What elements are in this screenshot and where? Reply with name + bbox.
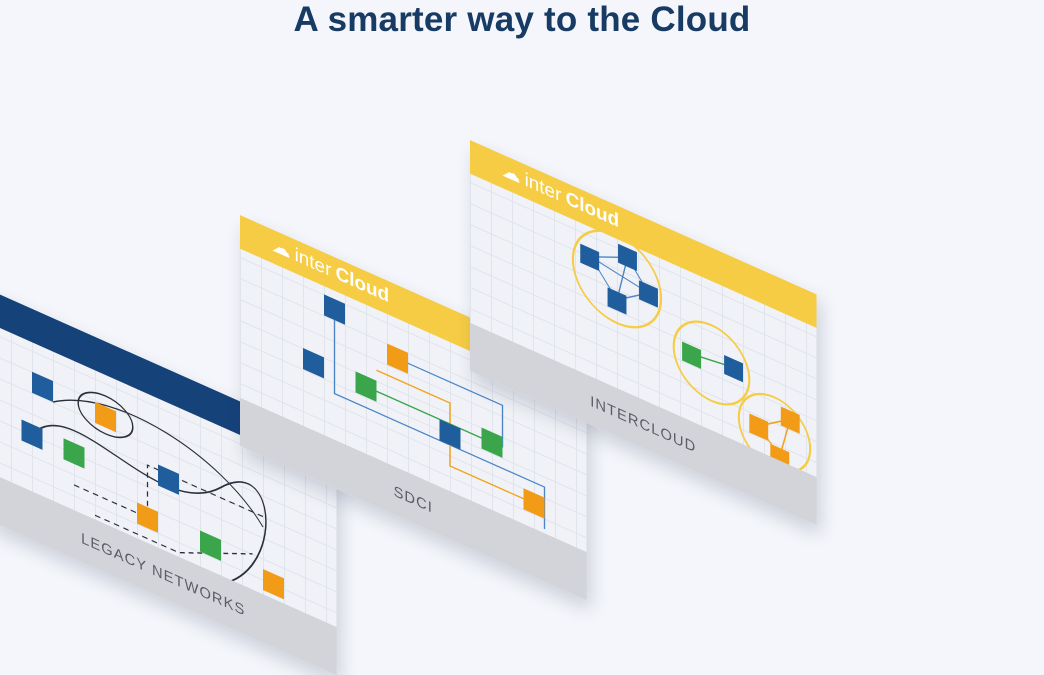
legacy-node-7 xyxy=(199,530,221,561)
sdci-node-7 xyxy=(523,488,545,519)
sdci-node-6 xyxy=(481,427,503,458)
legacy-node-3 xyxy=(21,419,43,450)
sdci-node-4 xyxy=(355,371,377,402)
legacy-node-1 xyxy=(31,371,53,403)
legacy-node-6 xyxy=(136,502,158,533)
intercloud-node-6 xyxy=(724,354,743,383)
intercloud-node-3 xyxy=(639,280,658,308)
intercloud-network-diagram xyxy=(571,229,812,474)
intercloud-node-2 xyxy=(618,243,637,272)
sdci-node-5 xyxy=(439,419,461,450)
legacy-node-4 xyxy=(63,438,85,469)
sdci-node-3 xyxy=(302,348,324,379)
page-title: A smarter way to the Cloud xyxy=(293,0,751,39)
cloud-ring-2 xyxy=(672,320,751,406)
cloud-ring-1 xyxy=(571,229,663,329)
sdci-node-2 xyxy=(386,343,408,374)
sdci-footer-label: SDCI xyxy=(393,481,433,517)
legacy-node-5 xyxy=(157,464,179,495)
legacy-node-2 xyxy=(94,401,116,433)
intercloud-node-7 xyxy=(749,413,769,441)
intercloud-node-8 xyxy=(780,406,800,434)
sdci-node-1 xyxy=(323,294,345,325)
intercloud-node-4 xyxy=(607,287,627,315)
intercloud-node-1 xyxy=(580,243,600,272)
intercloud-node-5 xyxy=(682,341,701,369)
sdci-network-diagram xyxy=(302,294,546,530)
